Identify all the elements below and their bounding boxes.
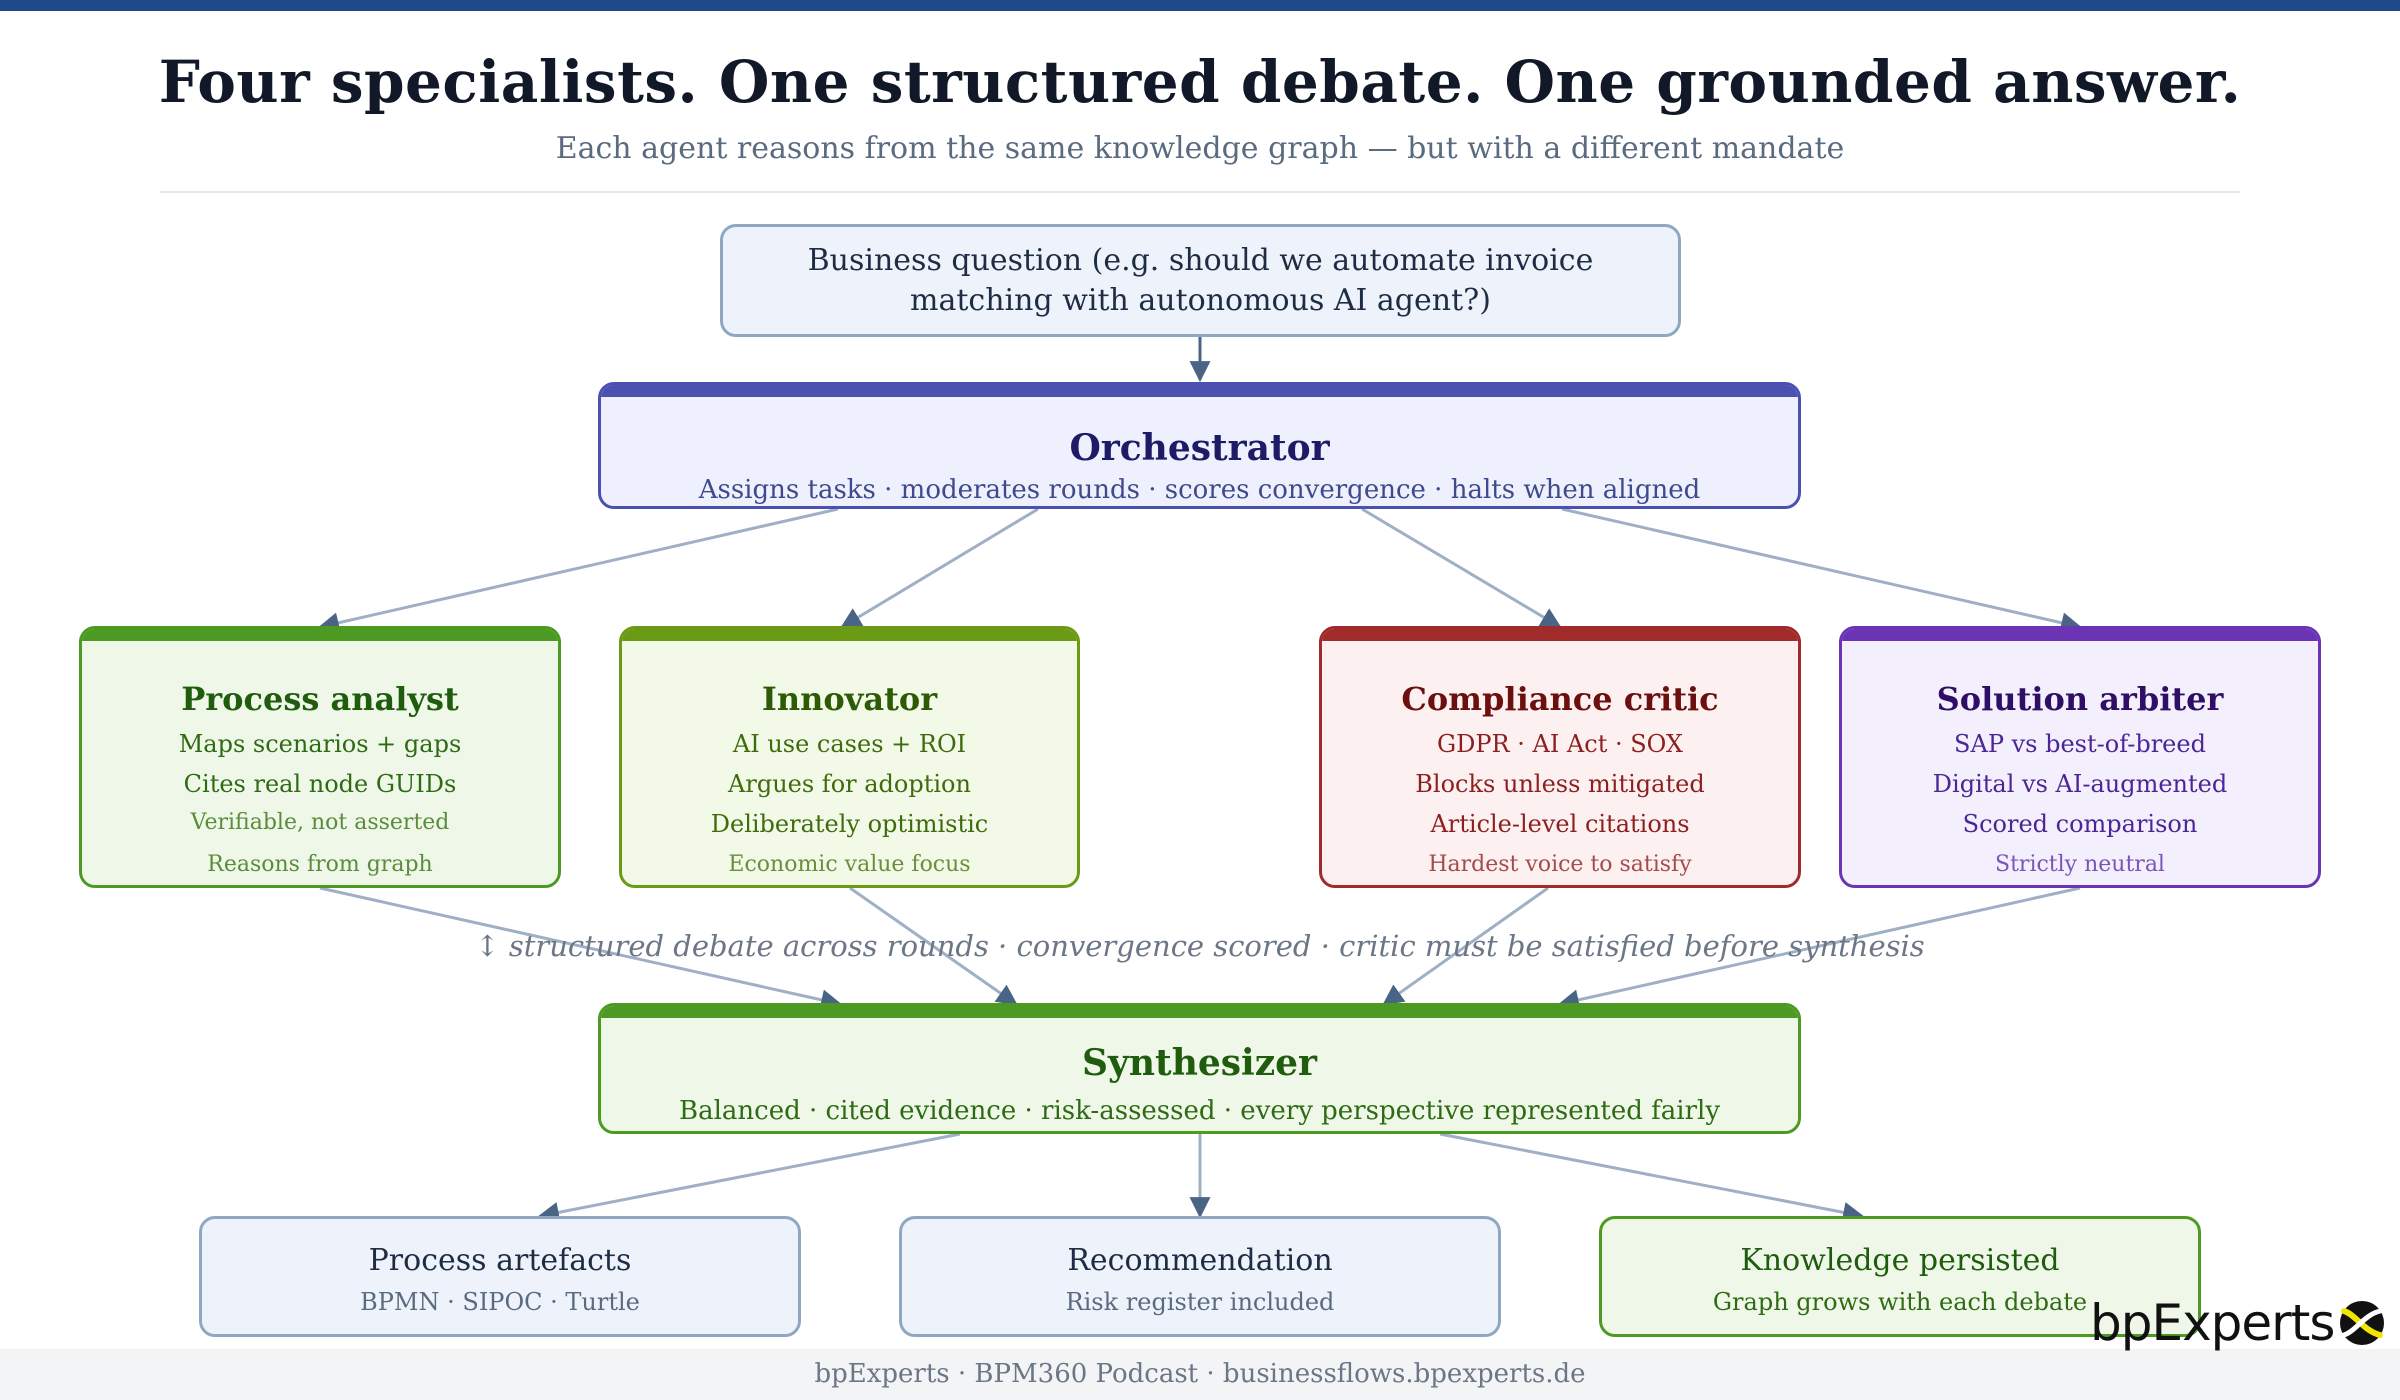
arrow-orchestrator-to-process-analyst [317, 507, 839, 634]
arrow-synthesizer-to-process-artefacts [537, 1132, 961, 1223]
business-question-box: Business question (e.g. should we automa… [720, 224, 1681, 337]
agent-line: Verifiable, not asserted [190, 810, 450, 835]
orchestrator-box: Orchestrator Assigns tasks · moderates r… [598, 382, 1801, 509]
agent-cap [622, 629, 1077, 641]
output-title: Knowledge persisted [1740, 1243, 2060, 1278]
synthesizer-subtitle: Balanced · cited evidence · risk-assesse… [678, 1096, 1721, 1126]
synthesizer-title: Synthesizer [1081, 1042, 1318, 1084]
output-title: Recommendation [1067, 1243, 1333, 1278]
agent-line: AI use cases + ROI [732, 730, 967, 758]
arrow-orchestrator-to-compliance-critic [1361, 507, 1562, 629]
arrow-orchestrator-to-solution-arbiter [1561, 507, 2083, 634]
agent-cap [82, 629, 558, 641]
agent-line: Argues for adoption [728, 770, 971, 798]
agent-title: Compliance critic [1401, 680, 1719, 718]
output-title: Process artefacts [368, 1243, 632, 1278]
output-process-artefacts: Process artefacts BPMN · SIPOC · Turtle [199, 1216, 801, 1337]
agent-line: Maps scenarios + gaps [178, 730, 462, 758]
logo-mark-icon [2340, 1301, 2385, 1345]
footer-text: bpExperts · BPM360 Podcast · businessflo… [814, 1359, 1586, 1389]
agent-line: Deliberately optimistic [710, 810, 989, 838]
agent-note: Reasons from graph [207, 852, 433, 877]
agent-innovator: Innovator AI use cases + ROI Argues for … [619, 626, 1080, 888]
arrow-synthesizer-to-knowledge-persisted [1439, 1132, 1865, 1223]
agent-cap [1842, 629, 2318, 641]
agent-title: Solution arbiter [1936, 680, 2224, 718]
arrow-process-analyst-to-synthesizer [319, 886, 843, 1011]
agent-note: Hardest voice to satisfy [1428, 852, 1692, 877]
output-subtitle: BPMN · SIPOC · Turtle [360, 1288, 640, 1316]
agent-solution-arbiter: Solution arbiter SAP vs best-of-breed Di… [1839, 626, 2321, 888]
arrow-compliance-critic-to-synthesizer [1382, 886, 1549, 1006]
top-accent-bar [0, 0, 2400, 11]
logo-wordmark: bpExperts [2090, 1294, 2335, 1352]
orchestrator-title: Orchestrator [1069, 427, 1330, 469]
arrow-solution-arbiter-to-synthesizer [1557, 886, 2081, 1011]
agent-line: GDPR · AI Act · SOX [1436, 730, 1684, 758]
synthesizer-cap [601, 1006, 1798, 1018]
output-knowledge-persisted: Knowledge persisted Graph grows with eac… [1599, 1216, 2201, 1337]
agent-note: Strictly neutral [1995, 852, 2165, 877]
header-divider [160, 191, 2240, 193]
business-question-text: Business question (e.g. should we automa… [807, 242, 1594, 318]
agent-line: Cites real node GUIDs [183, 770, 457, 798]
agent-title: Process analyst [181, 680, 459, 718]
agent-compliance-critic: Compliance critic GDPR · AI Act · SOX Bl… [1319, 626, 1801, 888]
page-subtitle: Each agent reasons from the same knowled… [555, 131, 1845, 166]
agent-line: Scored comparison [1962, 810, 2198, 838]
agent-process-analyst: Process analyst Maps scenarios + gaps Ci… [79, 626, 561, 888]
bpexperts-logo: bpExperts [2090, 1293, 2390, 1353]
output-subtitle: Graph grows with each debate [1712, 1288, 2088, 1316]
agent-line: Digital vs AI-augmented [1932, 770, 2228, 798]
agent-cap [1322, 629, 1798, 641]
arrow-orchestrator-to-innovator [840, 507, 1039, 629]
agent-line: Blocks unless mitigated [1415, 770, 1705, 798]
agent-line: SAP vs best-of-breed [1954, 730, 2206, 758]
output-subtitle: Risk register included [1065, 1288, 1335, 1316]
agent-line: Article-level citations [1430, 810, 1690, 838]
orchestrator-subtitle: Assigns tasks · moderates rounds · score… [698, 475, 1701, 505]
footer: bpExperts · BPM360 Podcast · businessflo… [0, 1349, 2400, 1400]
agent-title: Innovator [761, 680, 938, 718]
arrow-innovator-to-synthesizer [849, 886, 1018, 1006]
synthesizer-box: Synthesizer Balanced · cited evidence · … [598, 1003, 1801, 1134]
orchestrator-cap [601, 385, 1798, 397]
agent-note: Economic value focus [728, 852, 971, 877]
page-title: Four specialists. One structured debate.… [158, 48, 2242, 116]
output-recommendation: Recommendation Risk register included [899, 1216, 1501, 1337]
debate-annotation: ↕ structured debate across rounds · conv… [475, 929, 1925, 963]
